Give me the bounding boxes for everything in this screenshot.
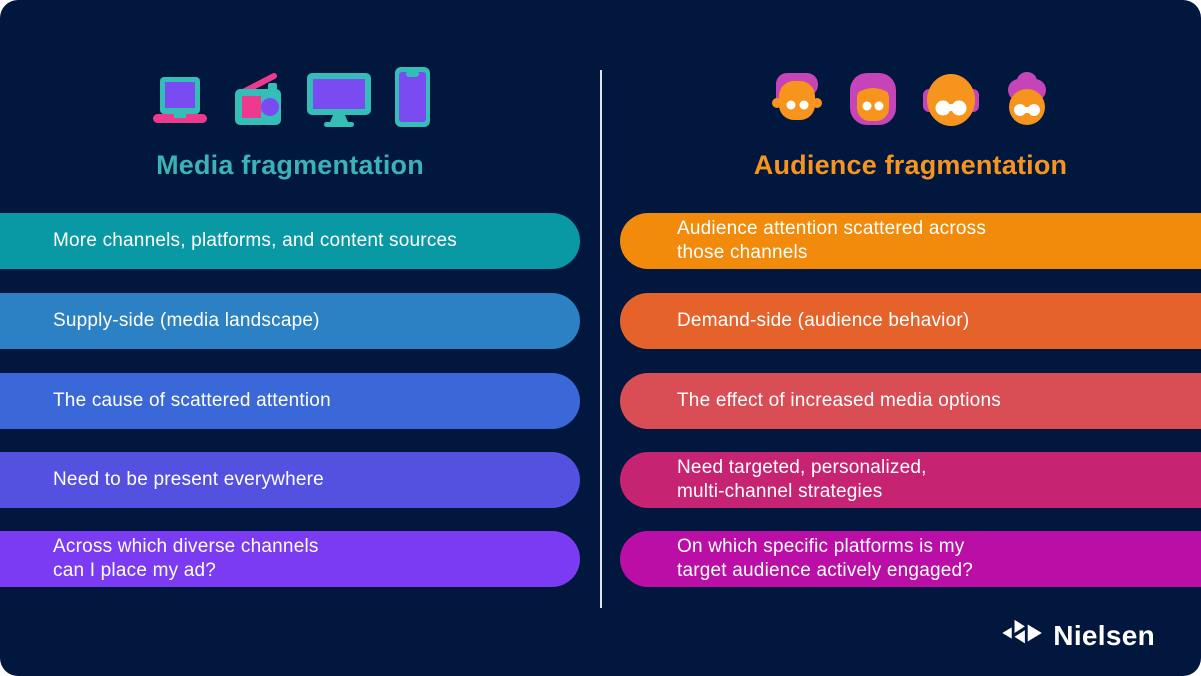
audience-title: Audience fragmentation <box>753 150 1068 180</box>
media-header: Media fragmentation <box>0 67 580 181</box>
audience-header: Audience fragmentation <box>620 72 1201 181</box>
media-title: Media fragmentation <box>156 150 424 180</box>
audience-row-3: The effect of increased media options <box>620 373 1201 429</box>
young-man-face-icon <box>771 71 823 132</box>
older-woman-face-icon <box>1003 71 1051 132</box>
media-row-3: The cause of scattered attention <box>0 373 580 429</box>
brand-name: Nielsen <box>1053 619 1155 651</box>
media-row-2: Supply-side (media landscape) <box>0 293 580 349</box>
older-man-face-icon <box>922 71 979 132</box>
laptop-icon <box>151 77 209 132</box>
nielsen-logo-icon <box>1002 617 1044 654</box>
young-woman-face-icon <box>847 71 899 132</box>
media-row-4: Need to be present everywhere <box>0 452 580 508</box>
audience-row-4: Need targeted, personalized, multi-chann… <box>620 452 1201 508</box>
media-row-1: More channels, platforms, and content so… <box>0 213 580 269</box>
monitor-icon <box>306 73 371 132</box>
audience-row-1: Audience attention scattered across thos… <box>620 213 1201 269</box>
audience-row-2: Demand-side (audience behavior) <box>620 293 1201 349</box>
smartphone-icon <box>394 67 430 132</box>
audience-icons <box>771 72 1051 132</box>
brand-footer: Nielsen <box>1002 617 1155 654</box>
audience-row-5: On which specific platforms is my target… <box>620 531 1201 587</box>
media-icons <box>151 67 430 132</box>
media-row-5: Across which diverse channels can I plac… <box>0 531 580 587</box>
column-divider <box>600 70 602 608</box>
radio-icon <box>233 71 283 132</box>
